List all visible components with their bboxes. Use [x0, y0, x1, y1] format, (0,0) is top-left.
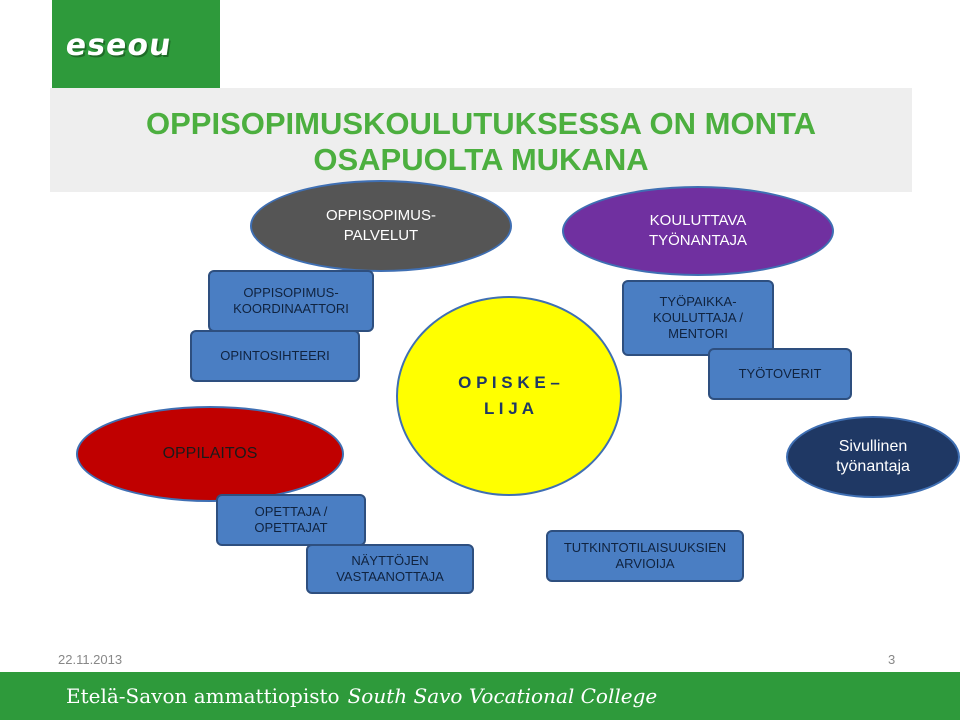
node-oppisopimuskoordinaattori-label: OPPISOPIMUS- KOORDINAATTORI — [233, 285, 349, 316]
node-tutkintotilaisuuksien-arvioija: TUTKINTOTILAISUUKSIEN ARVIOIJA — [546, 530, 744, 582]
node-tyopaikkakouluttaja: TYÖPAIKKA- KOULUTTAJA / MENTORI — [622, 280, 774, 356]
node-oppisopimuspalvelut-label: OPPISOPIMUS- PALVELUT — [325, 207, 437, 244]
title-band: OPPISOPIMUSKOULUTUKSESSA ON MONTA OSAPUO… — [50, 88, 912, 192]
node-tyotoverit: TYÖTOVERIT — [708, 348, 852, 400]
node-tyotoverit-label: TYÖTOVERIT — [738, 366, 822, 381]
footer-org: Etelä-Savon ammattiopisto South Savo Voca… — [66, 684, 657, 708]
slide-title: OPPISOPIMUSKOULUTUKSESSA ON MONTA OSAPUO… — [146, 106, 816, 177]
logo: eseou — [52, 0, 220, 88]
node-kouluttava-tyonantaja: KOULUTTAVA TYÖNANTAJA — [562, 186, 834, 276]
node-oppisopimuskoordinaattori: OPPISOPIMUS- KOORDINAATTORI — [208, 270, 374, 332]
node-opettaja: OPETTAJA / OPETTAJAT — [216, 494, 366, 546]
slide-page-number: 3 — [888, 652, 896, 667]
node-opintosihteeri-label: OPINTOSIHTEERI — [220, 348, 330, 363]
node-nayttojen-vastaanottaja-label: NÄYTTÖJEN VASTAANOTTAJA — [336, 553, 444, 584]
node-opiskelija-label: O P I S K E – L I J A — [458, 373, 560, 418]
node-tutkintotilaisuuksien-arvioija-label: TUTKINTOTILAISUUKSIEN ARVIOIJA — [563, 540, 727, 571]
slide-date: 22.11.2013 — [58, 652, 123, 667]
node-nayttojen-vastaanottaja: NÄYTTÖJEN VASTAANOTTAJA — [306, 544, 474, 594]
node-oppisopimuspalvelut: OPPISOPIMUS- PALVELUT — [250, 180, 512, 272]
footer-org-name: Etelä-Savon ammattiopisto — [66, 684, 340, 708]
footer-org-name-en: South Savo Vocational College — [347, 684, 658, 708]
node-opiskelija: O P I S K E – L I J A — [396, 296, 622, 496]
footer-bar: Etelä-Savon ammattiopisto South Savo Voca… — [0, 672, 960, 720]
logo-text: eseou — [63, 28, 174, 63]
node-tyopaikkakouluttaja-label: TYÖPAIKKA- KOULUTTAJA / MENTORI — [652, 294, 744, 341]
node-sivullinen-tyonantaja-label: Sivullinen työnantaja — [836, 438, 910, 475]
node-oppilaitos: OPPILAITOS — [76, 406, 344, 502]
node-opintosihteeri: OPINTOSIHTEERI — [190, 330, 360, 382]
node-sivullinen-tyonantaja: Sivullinen työnantaja — [786, 416, 960, 498]
node-oppilaitos-label: OPPILAITOS — [162, 445, 258, 462]
node-kouluttava-tyonantaja-label: KOULUTTAVA TYÖNANTAJA — [648, 212, 748, 249]
node-opettaja-label: OPETTAJA / OPETTAJAT — [254, 504, 328, 535]
